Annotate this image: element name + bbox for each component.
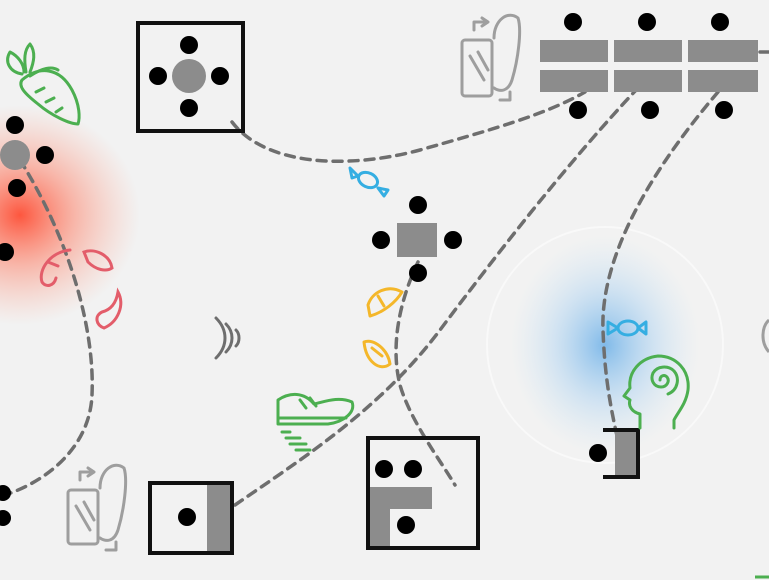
seat — [149, 67, 167, 85]
seat — [589, 444, 607, 462]
candy-icon — [606, 319, 648, 337]
path-center — [233, 86, 640, 507]
table-left — [0, 116, 54, 261]
calm-ring — [486, 226, 724, 464]
seat — [715, 101, 733, 119]
carrot-icon — [6, 42, 81, 126]
seat — [180, 36, 198, 54]
candy-icon — [348, 166, 390, 198]
wifi-icon — [214, 316, 241, 360]
seat — [0, 485, 11, 501]
booth-bottom-center — [366, 436, 480, 550]
phone-charging-icon — [66, 463, 128, 552]
path-middle — [394, 260, 457, 487]
seats-bottom-edge — [0, 485, 11, 526]
seat — [409, 196, 427, 214]
seat-right — [589, 428, 640, 479]
shoe-icon — [276, 393, 355, 452]
partial-object — [761, 318, 769, 354]
seat — [0, 243, 14, 261]
seat — [180, 99, 198, 117]
table-left-top — [0, 140, 30, 170]
path-top — [230, 90, 587, 163]
seat — [6, 116, 24, 134]
seat — [641, 101, 659, 119]
seat — [397, 516, 415, 534]
room-top-left — [136, 21, 245, 133]
seat — [375, 460, 393, 478]
shrimp-icon — [39, 248, 72, 287]
long-tables — [540, 13, 758, 119]
seat — [444, 231, 462, 249]
croissant-icon — [82, 249, 114, 272]
head-spiral-icon — [622, 354, 690, 430]
croissant-icon — [362, 339, 392, 369]
seat — [711, 13, 729, 31]
seat — [211, 67, 229, 85]
seat — [564, 13, 582, 31]
seat — [409, 264, 427, 282]
seat — [0, 510, 11, 526]
booth-bottom-left — [148, 481, 234, 555]
table-center — [372, 196, 462, 282]
croissant-icon — [366, 287, 404, 318]
path-right — [601, 90, 720, 452]
seat — [36, 146, 54, 164]
shrimp-icon — [95, 287, 123, 330]
seat — [404, 460, 422, 478]
seat — [569, 101, 587, 119]
seat — [372, 231, 390, 249]
walking-paths — [3, 50, 769, 507]
calm-glow — [510, 235, 700, 455]
seat — [178, 508, 196, 526]
phone-charging-icon — [460, 13, 522, 102]
seat — [638, 13, 656, 31]
seat — [8, 179, 26, 197]
path-left — [3, 158, 94, 497]
